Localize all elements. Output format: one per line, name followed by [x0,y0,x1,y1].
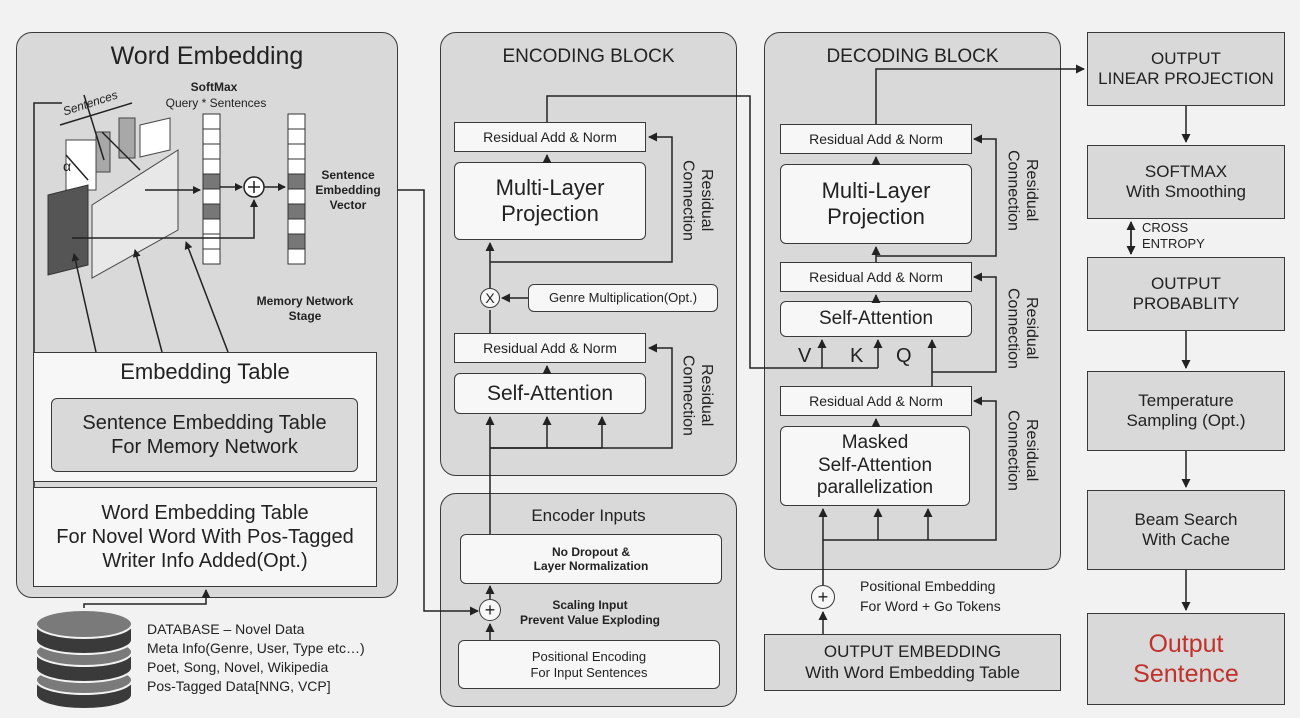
sentence-embedding-table-label: Sentence Embedding Table For Memory Netw… [82,412,327,458]
enc-genre-label: Genre Multiplication(Opt.) [548,290,698,306]
enc-self-attention-label: Self-Attention [486,381,614,405]
enc-multiply-circle: X [480,288,500,308]
softmax-subtitle: Query * Sentences [165,96,267,110]
enc-input-plus-symbol: + [484,600,496,620]
cross-entropy-label: CROSS ENTROPY [1142,220,1205,252]
positional-encoding-label: Positional Encoding For Input Sentences [530,648,648,680]
no-dropout-box: No Dropout & Layer Normalization [460,534,722,584]
linear-projection-label: OUTPUT LINEAR PROJECTION [1098,48,1274,88]
q-label: Q [896,345,912,367]
output-embedding-label: OUTPUT EMBEDDING With Word Embedding Tab… [805,642,1020,682]
encoding-block-title: ENCODING BLOCK [502,46,675,67]
output-sentence: Output Sentence [1087,613,1285,705]
beam-search: Beam Search With Cache [1087,490,1285,570]
enc-residual-norm-bottom: Residual Add & Norm [454,333,646,363]
enc-self-attention: Self-Attention [454,373,646,414]
dec-residual-norm-bottom-label: Residual Add & Norm [809,392,943,409]
dec-residual-norm-top: Residual Add & Norm [780,124,972,154]
dec-masked-label: Masked Self-Attention parallelization [816,431,934,499]
encoder-inputs-title: Encoder Inputs [531,506,646,525]
enc-multi-layer-projection: Multi-Layer Projection [454,162,646,240]
k-label: K [850,345,864,367]
softmax-title: SoftMax [190,80,238,94]
sentence-vector-label: Sentence Embedding Vector [315,168,381,212]
enc-residual-norm-top: Residual Add & Norm [454,122,646,152]
enc-genre-multiplication: Genre Multiplication(Opt.) [528,284,718,312]
beam-search-label: Beam Search With Cache [1134,509,1238,549]
dec-residual-norm-bottom: Residual Add & Norm [780,386,972,416]
dec-residual-connection-2: Residual Connection [1004,287,1040,369]
enc-residual-connection-bottom: Residual Connection [679,354,715,436]
dec-residual-norm-mid: Residual Add & Norm [780,262,972,292]
word-embedding-table-label: Word Embedding Table For Novel Word With… [56,502,354,572]
word-embedding-table: Word Embedding Table For Novel Word With… [33,487,377,587]
dec-projection-label: Multi-Layer Projection [821,177,931,229]
enc-input-plus-circle: + [479,599,501,621]
sentence-embedding-table: Sentence Embedding Table For Memory Netw… [51,398,358,472]
enc-projection-label: Multi-Layer Projection [495,174,605,226]
enc-multiply-symbol: X [485,290,495,306]
temperature-sampling: Temperature Sampling (Opt.) [1087,371,1285,451]
output-probability: OUTPUT PROBABLITY [1087,257,1285,331]
softmax-smoothing-label: SOFTMAX With Smoothing [1126,161,1246,201]
enc-residual-norm-top-label: Residual Add & Norm [483,128,617,145]
v-label: V [798,345,812,367]
embedding-table-title: Embedding Table [120,359,290,384]
decoding-block-title: DECODING BLOCK [826,46,999,67]
output-linear-projection: OUTPUT LINEAR PROJECTION [1087,32,1285,106]
alpha-label: α [63,158,72,174]
output-probability-label: OUTPUT PROBABLITY [1132,273,1240,313]
dec-residual-norm-top-label: Residual Add & Norm [809,130,943,147]
dec-self-attention-label: Self-Attention [818,307,934,329]
enc-residual-connection-top: Residual Connection [679,159,715,241]
database-text: DATABASE – Novel Data Meta Info(Genre, U… [147,621,365,694]
memory-stage-label: Memory Network Stage [256,294,354,323]
scaling-input-label: Scaling Input Prevent Value Exploding [519,598,661,627]
word-embedding-title: Word Embedding [110,42,304,70]
dec-multi-layer-projection: Multi-Layer Projection [780,164,972,244]
dec-positional-label: Positional Embedding For Word + Go Token… [860,578,1001,614]
dec-self-attention: Self-Attention [780,301,972,337]
output-sentence-label: Output Sentence [1133,630,1239,688]
output-embedding-box: OUTPUT EMBEDDING With Word Embedding Tab… [764,634,1061,691]
enc-residual-norm-bottom-label: Residual Add & Norm [483,339,617,356]
dec-residual-connection-3: Residual Connection [1004,409,1040,491]
no-dropout-label: No Dropout & Layer Normalization [533,544,649,573]
dec-residual-connection-1: Residual Connection [1004,149,1040,231]
softmax-smoothing: SOFTMAX With Smoothing [1087,145,1285,219]
temperature-sampling-label: Temperature Sampling (Opt.) [1126,390,1246,430]
dec-masked-self-attention: Masked Self-Attention parallelization [780,426,970,506]
dec-residual-norm-mid-label: Residual Add & Norm [809,268,943,285]
dec-input-plus-symbol: + [817,587,829,607]
dec-input-plus-circle: + [811,585,835,609]
positional-encoding-box: Positional Encoding For Input Sentences [458,640,720,689]
